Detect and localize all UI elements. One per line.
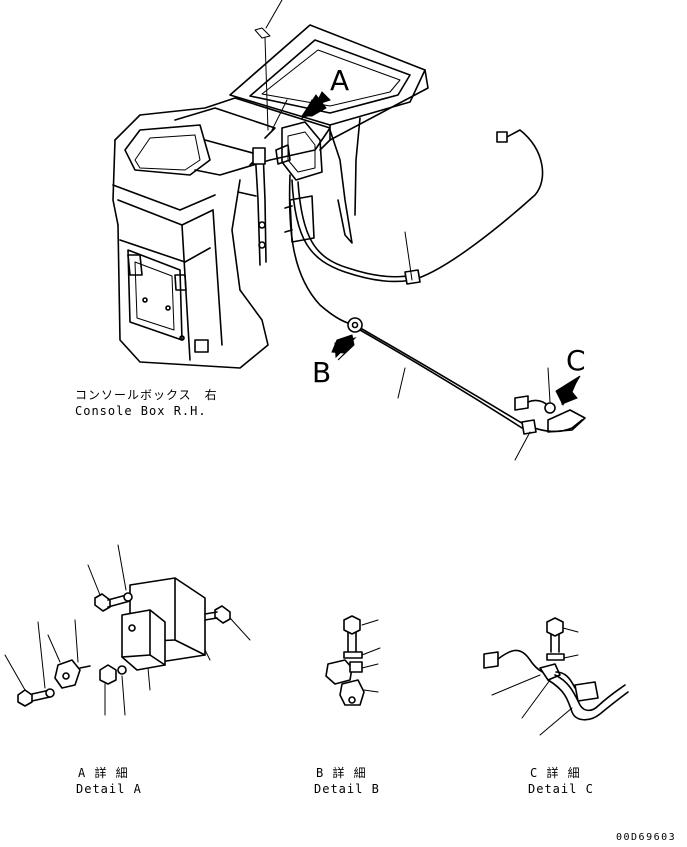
- detail-b-drawing: [325, 615, 381, 706]
- callout-a: A: [330, 64, 349, 97]
- console-label-jp: コンソールボックス 右: [75, 387, 218, 402]
- wiring-harness: [288, 129, 586, 461]
- callout-arrows: [300, 91, 581, 407]
- detail-a-label-en: Detail A: [76, 782, 142, 796]
- detail-b-label-jp: B 詳 細: [316, 765, 367, 780]
- console-label-en: Console Box R.H.: [75, 404, 207, 418]
- drawing-code: 00D69603: [616, 832, 676, 843]
- console-box-rh: [112, 0, 429, 369]
- callout-b: B: [312, 356, 331, 389]
- detail-c-label-jp: C 詳 細: [530, 765, 581, 780]
- detail-c-label-en: Detail C: [528, 782, 594, 796]
- detail-a-drawing: [4, 544, 251, 716]
- detail-a-label-jp: A 詳 細: [78, 765, 129, 780]
- callout-c: C: [566, 344, 586, 377]
- detail-b-label-en: Detail B: [314, 782, 380, 796]
- detail-c-drawing: [483, 617, 629, 736]
